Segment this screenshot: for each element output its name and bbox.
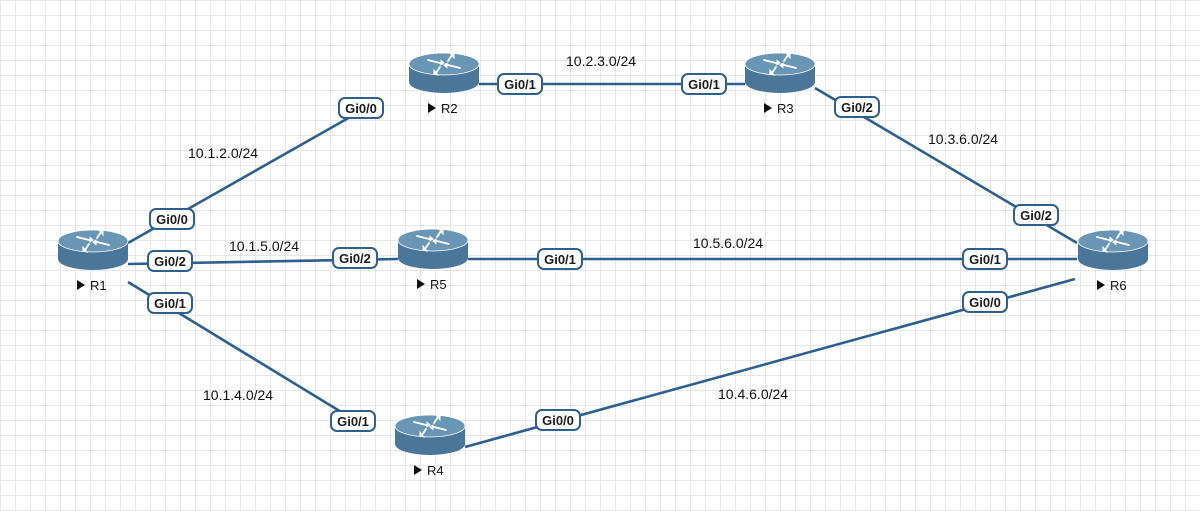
port-r5-gi0-2[interactable]: Gi0/2 [332, 247, 378, 269]
port-r6-gi0-2[interactable]: Gi0/2 [1013, 204, 1059, 226]
port-r1-gi0-2[interactable]: Gi0/2 [147, 250, 193, 272]
router-r2[interactable]: R2 [408, 52, 480, 116]
router-label: R4 [427, 463, 444, 478]
subnet-label-r1-r5: 10.1.5.0/24 [229, 238, 299, 254]
port-r1-gi0-0[interactable]: Gi0/0 [149, 208, 195, 230]
play-triangle-icon [1097, 280, 1105, 290]
subnet-label-r1-r4: 10.1.4.0/24 [203, 387, 273, 403]
router-icon [394, 414, 466, 455]
port-r6-gi0-0[interactable]: Gi0/0 [962, 291, 1008, 313]
port-r5-gi0-1[interactable]: Gi0/1 [537, 248, 583, 270]
router-label: R5 [430, 277, 447, 292]
router-icon [397, 228, 469, 269]
port-label: Gi0/0 [345, 101, 377, 116]
port-r2-gi0-0[interactable]: Gi0/0 [338, 97, 384, 119]
router-r5[interactable]: R5 [397, 228, 469, 292]
router-label: R3 [777, 101, 794, 116]
router-icon [408, 52, 480, 93]
play-triangle-icon [417, 279, 425, 289]
port-label: Gi0/1 [337, 414, 369, 429]
port-label: Gi0/1 [688, 77, 720, 92]
port-label: Gi0/1 [544, 252, 576, 267]
subnet-label-r3-r6: 10.3.6.0/24 [928, 131, 998, 147]
play-triangle-icon [428, 103, 436, 113]
port-label: Gi0/1 [969, 252, 1001, 267]
router-label: R1 [90, 278, 107, 293]
port-r4-gi0-0[interactable]: Gi0/0 [535, 409, 581, 431]
router-r4[interactable]: R4 [394, 414, 466, 478]
play-triangle-icon [77, 280, 85, 290]
port-label: Gi0/2 [841, 100, 873, 115]
subnet-label-r2-r3: 10.2.3.0/24 [566, 53, 636, 69]
router-icon [744, 52, 816, 93]
router-icon [57, 229, 129, 270]
port-label: Gi0/0 [969, 295, 1001, 310]
subnet-label-r1-r2: 10.1.2.0/24 [188, 145, 258, 161]
play-triangle-icon [414, 465, 422, 475]
subnet-label-r5-r6: 10.5.6.0/24 [693, 235, 763, 251]
port-label: Gi0/1 [504, 77, 536, 92]
router-r6[interactable]: R6 [1077, 229, 1149, 293]
router-label: R2 [441, 101, 458, 116]
port-r2-gi0-1[interactable]: Gi0/1 [497, 73, 543, 95]
port-r1-gi0-1[interactable]: Gi0/1 [147, 292, 193, 314]
port-label: Gi0/0 [542, 413, 574, 428]
port-r3-gi0-2[interactable]: Gi0/2 [834, 96, 880, 118]
port-label: Gi0/2 [339, 251, 371, 266]
play-triangle-icon [764, 103, 772, 113]
router-icon [1077, 229, 1149, 270]
port-r3-gi0-1[interactable]: Gi0/1 [681, 73, 727, 95]
router-r1[interactable]: R1 [57, 229, 129, 293]
router-r3[interactable]: R3 [744, 52, 816, 116]
subnet-label-r4-r6: 10.4.6.0/24 [718, 386, 788, 402]
port-label: Gi0/2 [1020, 208, 1052, 223]
port-r6-gi0-1[interactable]: Gi0/1 [962, 248, 1008, 270]
port-label: Gi0/1 [154, 296, 186, 311]
port-label: Gi0/0 [156, 212, 188, 227]
router-label: R6 [1110, 278, 1127, 293]
port-r4-gi0-1[interactable]: Gi0/1 [330, 410, 376, 432]
port-label: Gi0/2 [154, 254, 186, 269]
